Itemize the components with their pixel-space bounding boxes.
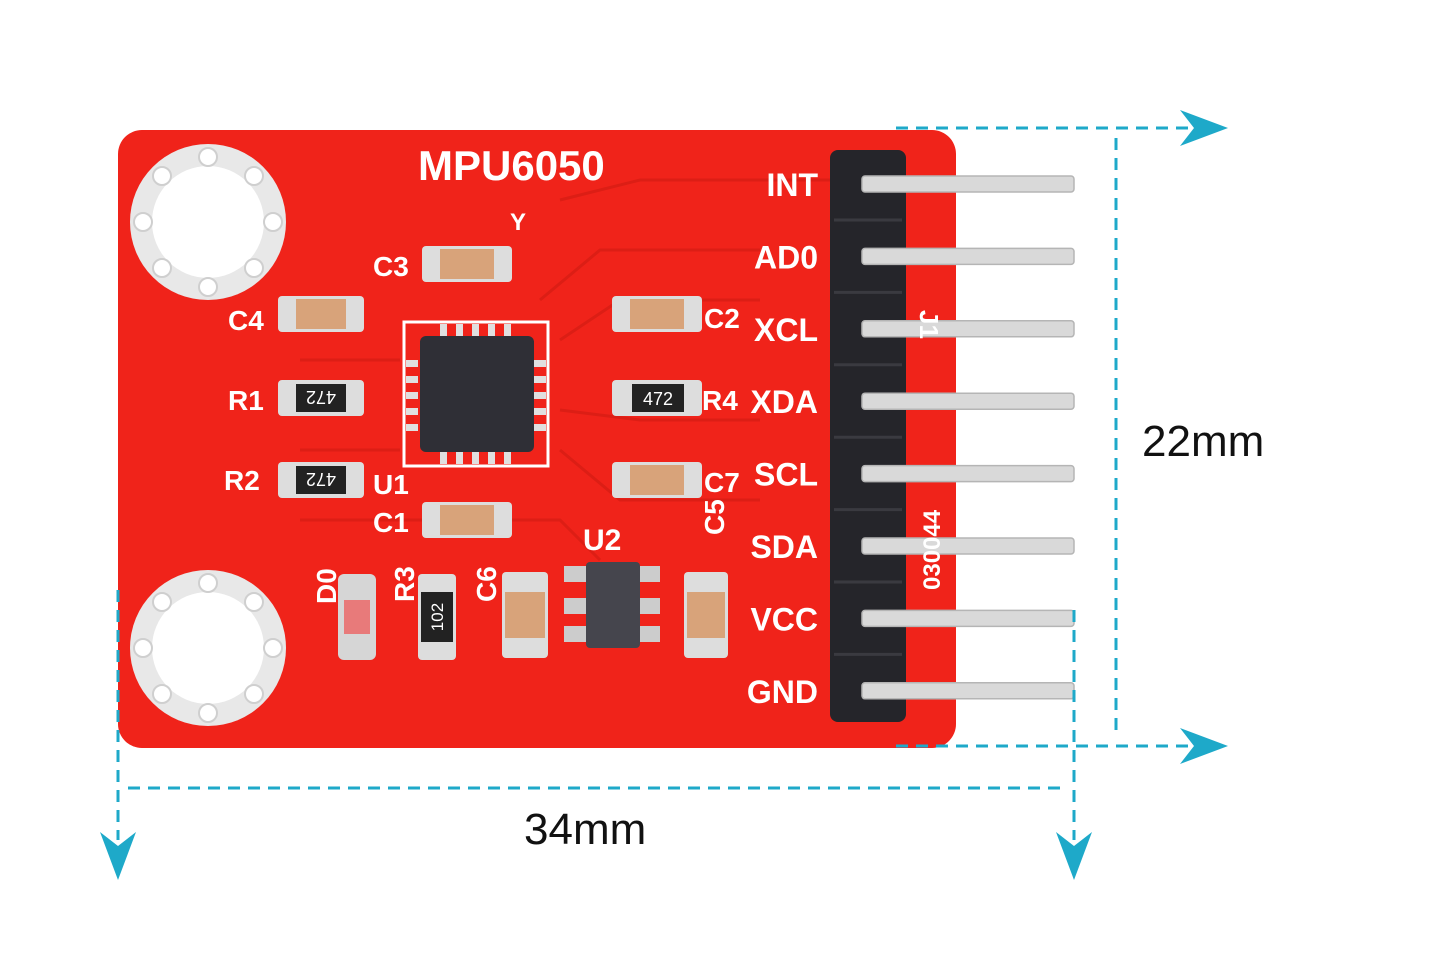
r3-code: 102: [428, 603, 447, 631]
label-u2: U2: [583, 524, 621, 557]
pin-label-int: INT: [766, 167, 818, 203]
label-c7: C7: [704, 467, 740, 498]
dimension-arrows: [100, 110, 1228, 880]
header-pin-sda: [861, 537, 1075, 555]
capacitor-c6: [502, 572, 548, 658]
arrow-right-icon: [1180, 110, 1228, 146]
capacitor-c7: [612, 462, 702, 498]
resistor-r4: 472: [612, 380, 702, 416]
header-pins: [834, 175, 1075, 700]
header-pin-scl: [861, 464, 1075, 483]
dimension-lines: [116, 126, 1190, 840]
axis-mark: Y: [510, 209, 526, 236]
pcb-board: [118, 130, 956, 748]
label-c1: C1: [373, 507, 409, 538]
header-pin-ad0: [861, 247, 1075, 266]
label-c2: C2: [704, 303, 740, 334]
r2-code: 472: [306, 469, 336, 489]
pin-label-scl: SCL: [754, 457, 818, 493]
label-d0: D0: [311, 568, 342, 604]
label-u1: U1: [373, 469, 409, 500]
pin-label-xda: XDA: [750, 384, 818, 420]
header-pin-xda: [861, 392, 1075, 410]
r4-code: 472: [643, 389, 673, 409]
header-pin-xcl: [861, 320, 1075, 338]
capacitor-c4: [278, 296, 364, 332]
width-dimension-label: 34mm: [524, 805, 646, 854]
label-c5: C5: [699, 499, 730, 535]
led-d0: [338, 574, 376, 660]
header-code: 030044: [919, 509, 946, 590]
header-ref: J1: [914, 310, 944, 339]
pin-label-sda: SDA: [750, 529, 818, 565]
header-pin-vcc: [861, 609, 1075, 628]
capacitor-c5: [684, 572, 728, 658]
regulator-u2: [564, 562, 660, 648]
pin-label-ad0: AD0: [754, 239, 818, 275]
label-r2: R2: [224, 465, 260, 496]
board-title: MPU6050: [418, 142, 605, 189]
header-pin-gnd: [861, 682, 1075, 700]
arrow-right-icon: [1180, 728, 1228, 764]
mounting-hole-bottom: [130, 570, 286, 726]
arrow-down-icon: [100, 832, 136, 880]
label-c4: C4: [228, 305, 264, 336]
arrow-down-icon: [1056, 832, 1092, 880]
capacitor-c1: [422, 502, 512, 538]
label-r1: R1: [228, 385, 264, 416]
resistor-r2: 472: [278, 462, 364, 498]
label-r4: R4: [702, 385, 738, 416]
label-c6: C6: [471, 566, 502, 602]
pin-label-xcl: XCL: [754, 312, 818, 348]
height-dimension-label: 22mm: [1142, 417, 1264, 466]
capacitor-c3: [422, 246, 512, 282]
resistor-r3: 102: [418, 574, 456, 660]
label-r3: R3: [389, 566, 420, 602]
mpu6050-chip: [402, 320, 550, 468]
pin-label-vcc: VCC: [750, 601, 818, 637]
header-pin-int: [861, 175, 1075, 193]
label-c3: C3: [373, 251, 409, 282]
r1-code: 472: [306, 387, 336, 407]
pin-label-gnd: GND: [747, 674, 818, 710]
resistor-r1: 472: [278, 380, 364, 416]
capacitor-c2: [612, 296, 702, 332]
mounting-hole-top: [130, 144, 286, 300]
